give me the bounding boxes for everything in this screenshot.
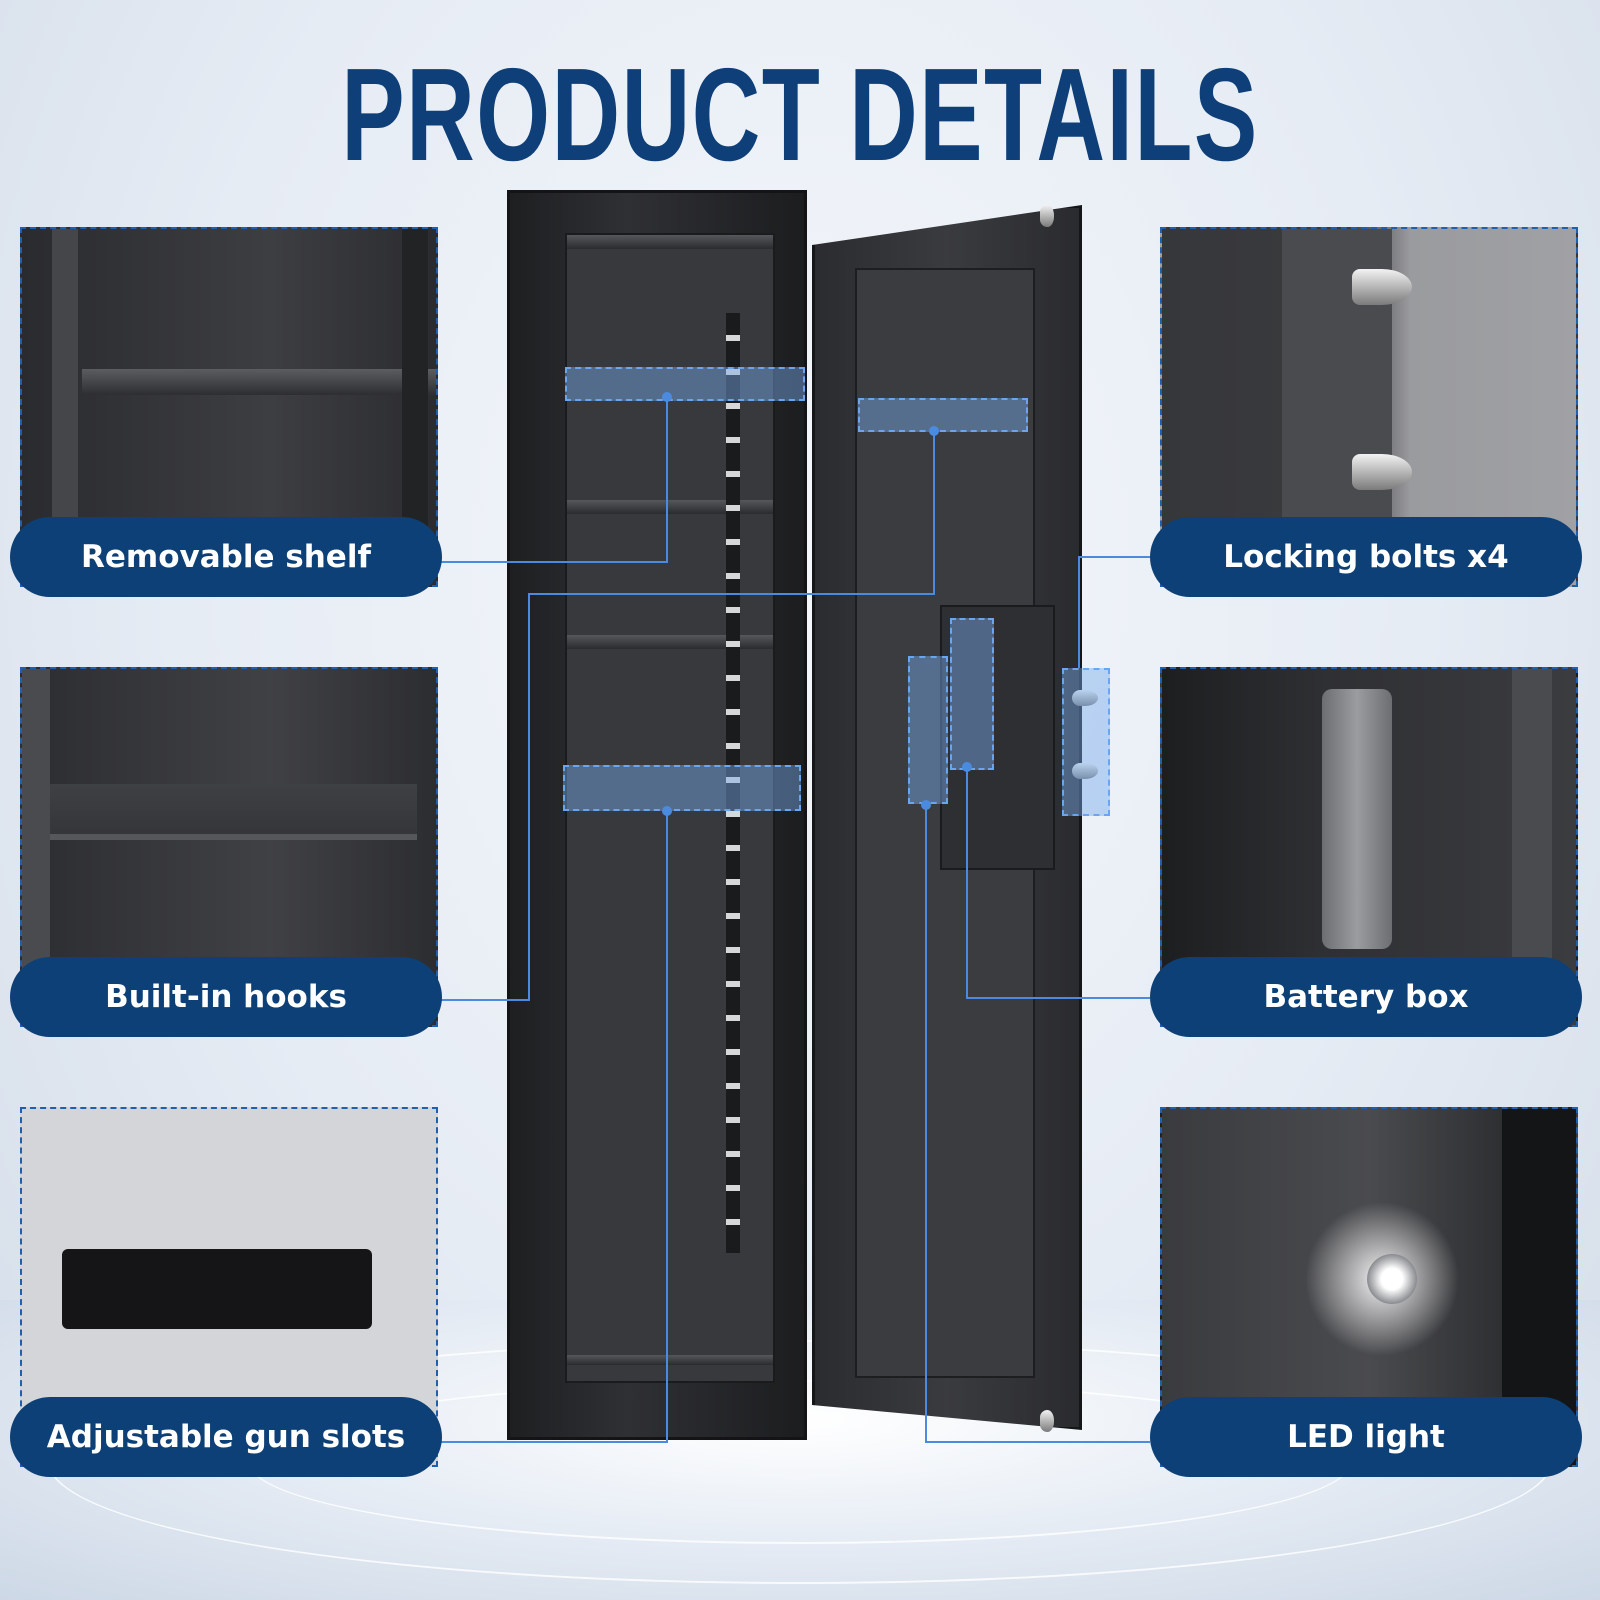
- battery-box-leader: [966, 997, 1150, 999]
- gun-slots-leader: [440, 1441, 668, 1443]
- locking-bolt: [1072, 690, 1098, 706]
- locking-bolt: [1040, 1410, 1054, 1432]
- locking-bolt: [1072, 763, 1098, 779]
- locking-bolts-leader: [1078, 556, 1080, 668]
- page-title: PRODUCT DETAILS: [341, 41, 1259, 188]
- locking-bolt: [1040, 205, 1054, 227]
- led-light-highlight: [908, 656, 948, 804]
- battery-box-housing: [940, 605, 1055, 870]
- built-in-hooks-label: Built-in hooks: [10, 957, 442, 1037]
- led-light-icon: [1367, 1254, 1417, 1304]
- built-in-hooks-leader: [933, 431, 935, 595]
- locking-bolts-highlight: [1062, 668, 1110, 816]
- foam-gun-rack: [62, 1249, 372, 1329]
- shelf-closeup: [82, 369, 436, 395]
- shelf-highlight: [565, 367, 805, 401]
- hook-rail: [47, 784, 417, 840]
- gun-slots-leader: [666, 811, 668, 1443]
- removable-shelf-leader: [666, 397, 668, 562]
- built-in-hooks-leader: [528, 593, 530, 1001]
- middle-shelf: [567, 500, 773, 514]
- built-in-hooks-leader: [528, 593, 935, 595]
- locking-bolts-leader: [1078, 556, 1150, 558]
- led-light-leader: [925, 805, 927, 1443]
- led-light-label: LED light: [1150, 1397, 1582, 1477]
- battery-box-label: Battery box: [1150, 957, 1582, 1037]
- locking-bolts-label: Locking bolts x4: [1150, 517, 1582, 597]
- safe-cabinet: [507, 190, 807, 1440]
- removable-shelf-label: Removable shelf: [10, 517, 442, 597]
- battery-cover: [1322, 689, 1392, 949]
- battery-box-leader: [966, 767, 968, 999]
- led-light-leader: [925, 1441, 1150, 1443]
- hooks-highlight: [858, 398, 1028, 432]
- removable-shelf-leader: [440, 561, 668, 563]
- lower-shelf: [567, 635, 773, 649]
- locking-bolt-closeup: [1352, 269, 1412, 305]
- locking-bolt-closeup: [1352, 454, 1412, 490]
- adjustable-gun-slots-label: Adjustable gun slots: [10, 1397, 442, 1477]
- adjustment-slot-strip: [726, 313, 740, 1253]
- built-in-hooks-leader: [440, 999, 530, 1001]
- bottom-frame: [567, 1355, 773, 1365]
- battery-box-highlight: [950, 618, 994, 770]
- gun-slots-highlight: [563, 765, 801, 811]
- top-shelf: [567, 235, 773, 249]
